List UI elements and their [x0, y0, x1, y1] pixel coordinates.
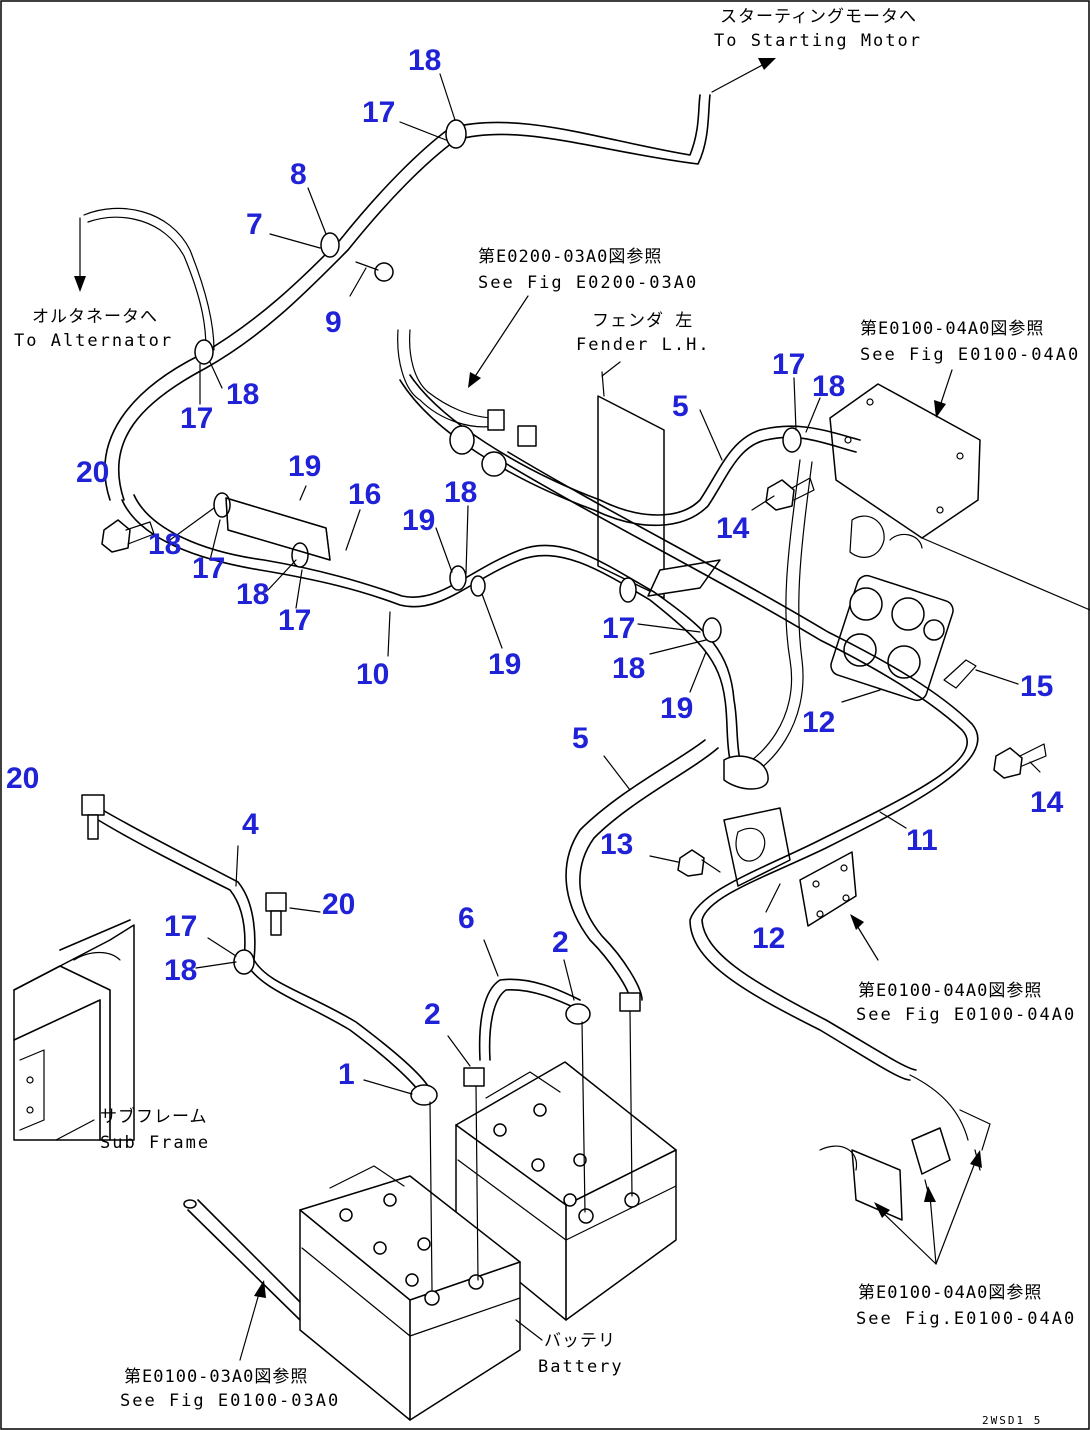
battery-left — [299, 1165, 521, 1421]
note-fig-e0100-03-jp: 第E0100-03A0図参照 — [124, 1367, 308, 1387]
callout-18: 18 — [408, 44, 441, 77]
note-fig-e0200-en: See Fig E0200-03A0 — [478, 273, 698, 293]
note-fig-e0100-bot-jp: 第E0100-04A0図参照 — [858, 1283, 1042, 1303]
callout-16: 16 — [348, 478, 381, 511]
callout-18: 18 — [612, 652, 645, 685]
note-alternator-en: To Alternator — [14, 331, 173, 351]
note-fender-jp: フェンダ 左 — [592, 311, 693, 331]
callout-9: 9 — [325, 306, 342, 339]
note-sub-frame-jp: サブフレーム — [100, 1106, 208, 1127]
callout-13: 13 — [600, 828, 633, 861]
battery-terminals — [410, 992, 641, 1291]
callout-10: 10 — [356, 658, 389, 691]
callout-17: 17 — [164, 910, 197, 943]
callout-14: 14 — [716, 512, 750, 545]
callout-17: 17 — [772, 348, 805, 381]
bolt-20-top — [101, 519, 155, 553]
note-alternator-jp: オルタネータへ — [32, 307, 158, 327]
callout-11: 11 — [906, 824, 938, 857]
main-harness — [83, 94, 979, 1141]
ground-strap — [183, 1199, 319, 1331]
callout-2: 2 — [552, 926, 569, 959]
note-fender-en: Fender L.H. — [576, 335, 711, 355]
note-battery-jp: バッテリ — [544, 1331, 616, 1351]
callout-20: 20 — [6, 762, 39, 795]
callout-7: 7 — [246, 208, 263, 241]
note-starting-motor-jp: スターティングモータへ — [720, 7, 917, 27]
note-fig-e0100-top-en: See Fig E0100-04A0 — [860, 345, 1080, 365]
note-fig-e0100-top-jp: 第E0100-04A0図参照 — [860, 319, 1044, 339]
callout-5: 5 — [572, 722, 589, 755]
note-starting-motor-en: To Starting Motor — [714, 31, 922, 51]
bolt-20-mid — [81, 794, 105, 840]
callout-20: 20 — [322, 888, 355, 921]
callout-12: 12 — [802, 706, 835, 739]
callout-19: 19 — [488, 648, 521, 681]
bolts — [81, 261, 1047, 936]
note-fig-e0100-bot-en: See Fig.E0100-04A0 — [856, 1309, 1076, 1329]
note-fig-e0100-mid-jp: 第E0100-04A0図参照 — [858, 981, 1042, 1001]
callout-17: 17 — [362, 96, 395, 129]
callout-12: 12 — [752, 922, 785, 955]
callout-18: 18 — [812, 370, 845, 403]
callout-1: 1 — [338, 1058, 355, 1091]
callout-5: 5 — [672, 390, 689, 423]
clamps — [194, 119, 802, 975]
switch-unit — [819, 1109, 991, 1221]
callout-18: 18 — [226, 378, 259, 411]
note-sub-frame-en: Sub Frame — [100, 1133, 210, 1153]
callout-19: 19 — [660, 692, 693, 725]
callout-18: 18 — [236, 578, 269, 611]
drawing-code: 2WSD1 5 — [982, 1414, 1042, 1427]
callout-numbers: 18 17 8 7 9 18 17 20 19 16 18 17 18 17 1… — [6, 44, 1064, 1091]
bolt-9 — [355, 261, 394, 282]
note-fig-e0100-mid-en: See Fig E0100-04A0 — [856, 1005, 1076, 1025]
callout-8: 8 — [290, 158, 307, 191]
callout-2: 2 — [424, 998, 441, 1031]
connectors — [449, 409, 769, 790]
note-fig-e0100-03-en: See Fig E0100-03A0 — [120, 1391, 340, 1411]
bolt-20-low — [265, 892, 287, 936]
callout-17: 17 — [602, 612, 635, 645]
callout-20: 20 — [76, 456, 109, 489]
bolt-14-top — [765, 477, 815, 511]
callout-18: 18 — [148, 528, 181, 561]
note-battery-en: Battery — [538, 1357, 624, 1377]
callout-6: 6 — [458, 902, 475, 935]
fender-plate — [597, 371, 721, 599]
callout-18: 18 — [444, 476, 477, 509]
note-fig-e0200-jp: 第E0200-03A0図参照 — [478, 247, 662, 267]
screw-15 — [943, 659, 977, 689]
bolt-14-right — [993, 743, 1047, 779]
callout-4: 4 — [242, 808, 259, 841]
callout-19: 19 — [402, 504, 435, 537]
bracket-plate-top — [829, 383, 1090, 611]
notes: スターティングモータへ To Starting Motor オルタネータへ To… — [14, 7, 1080, 1427]
callout-19: 19 — [288, 450, 321, 483]
callout-17: 17 — [278, 604, 311, 637]
callout-18: 18 — [164, 954, 197, 987]
leader-lines — [55, 58, 1041, 1361]
callout-14: 14 — [1030, 786, 1064, 819]
callout-15: 15 — [1020, 670, 1053, 703]
bolt-13 — [677, 849, 721, 877]
sub-frame — [13, 919, 135, 1141]
callout-17: 17 — [192, 552, 225, 585]
relay-cluster — [830, 515, 954, 702]
callout-17: 17 — [180, 402, 213, 435]
lower-bracket-plate — [723, 807, 857, 927]
